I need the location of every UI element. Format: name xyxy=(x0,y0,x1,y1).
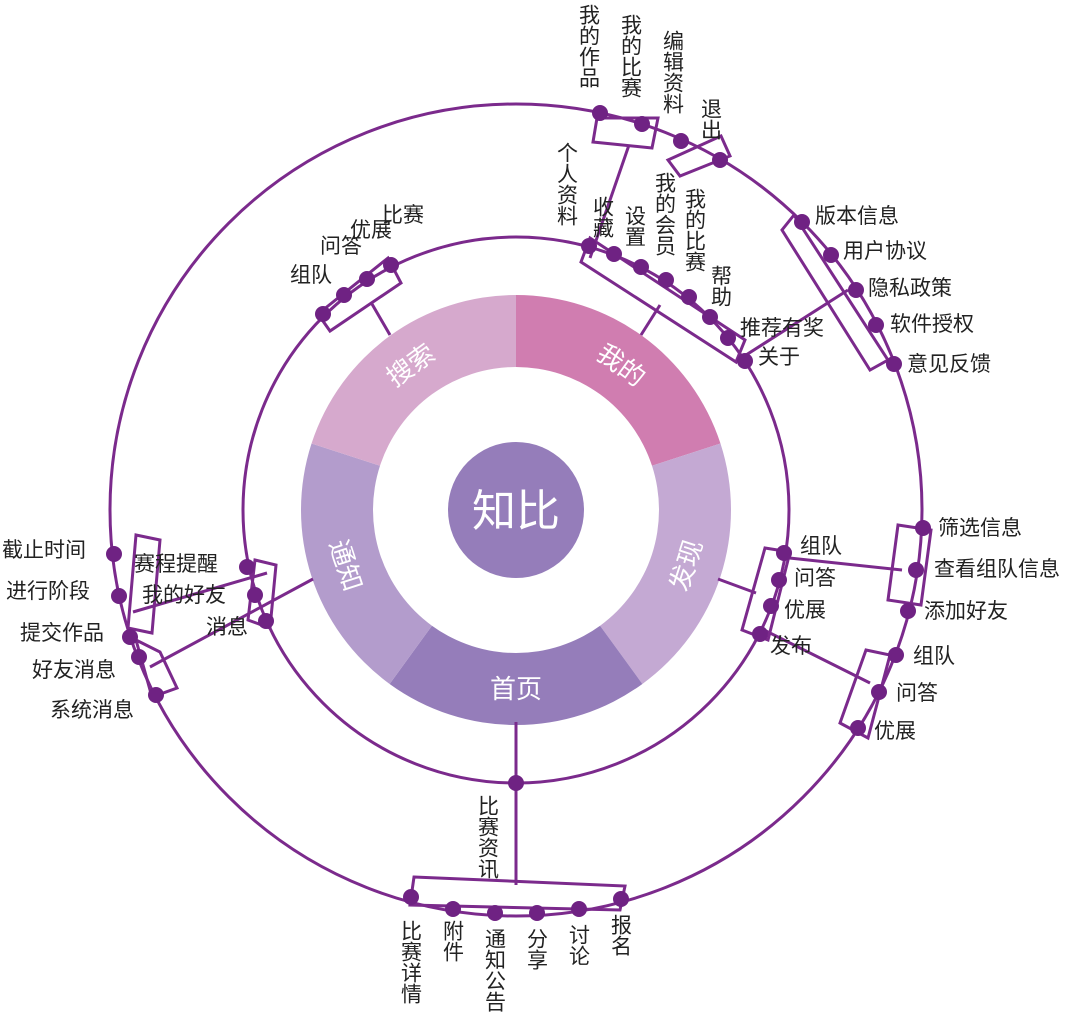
news-detail-label[interactable]: 比赛详情 xyxy=(399,920,423,1004)
schedule-submit-label[interactable]: 提交作品 xyxy=(20,622,104,645)
notify-schedule-label[interactable]: 赛程提醒 xyxy=(134,553,218,576)
news-notice-label[interactable]: 通知公告 xyxy=(483,928,507,1012)
news-attachment-label[interactable]: 附件 xyxy=(441,920,465,962)
segment-sousuo[interactable] xyxy=(311,295,516,466)
notify-messages-label[interactable]: 消息 xyxy=(206,616,248,639)
mine-membership-label[interactable]: 我的会员 xyxy=(653,172,677,256)
segment-shouye[interactable] xyxy=(389,625,643,726)
team-add-friend-label[interactable]: 添加好友 xyxy=(924,600,1008,623)
segment-wode[interactable] xyxy=(516,295,721,466)
about-feedback-label[interactable]: 意见反馈 xyxy=(907,353,991,376)
team-filter-label[interactable]: 筛选信息 xyxy=(938,517,1022,540)
mine-referral-label[interactable]: 推荐有奖 xyxy=(740,317,824,340)
discover-publish-label[interactable]: 发布 xyxy=(770,635,812,658)
branch-labels: 组队 问答 优展 比赛 个人资料 收藏 设置 我的会员 我的比赛 帮助 推荐有奖… xyxy=(2,4,1060,1012)
publish-showcase-label[interactable]: 优展 xyxy=(874,720,916,743)
profile-logout-label[interactable]: 退出 xyxy=(699,98,723,140)
node-dots xyxy=(106,105,931,921)
search-contest-label[interactable]: 比赛 xyxy=(382,204,424,227)
news-signup-label[interactable]: 报名 xyxy=(609,914,633,956)
search-showcase-label[interactable]: 优展 xyxy=(350,219,392,242)
mine-profile-label[interactable]: 个人资料 xyxy=(555,142,579,226)
search-team-label[interactable]: 组队 xyxy=(290,264,332,287)
discover-showcase-label[interactable]: 优展 xyxy=(784,599,826,622)
segment-faxian[interactable] xyxy=(600,443,731,684)
segment-tongzhi[interactable] xyxy=(301,443,432,684)
mine-contests-label[interactable]: 我的比赛 xyxy=(683,188,707,272)
about-license-label[interactable]: 软件授权 xyxy=(890,313,974,336)
mine-about-label[interactable]: 关于 xyxy=(758,346,800,369)
news-discuss-label[interactable]: 讨论 xyxy=(567,924,591,966)
team-view-label[interactable]: 查看组队信息 xyxy=(934,558,1060,581)
discover-qa-label[interactable]: 问答 xyxy=(794,567,836,590)
mine-favorites-label[interactable]: 收藏 xyxy=(591,196,615,238)
segment-shouye-label: 首页 xyxy=(490,674,542,704)
notify-friends-label[interactable]: 我的好友 xyxy=(142,584,226,607)
profile-edit-label[interactable]: 编辑资料 xyxy=(661,30,685,114)
discover-team-label[interactable]: 组队 xyxy=(800,535,842,558)
about-privacy-label[interactable]: 隐私政策 xyxy=(868,277,952,300)
about-version-label[interactable]: 版本信息 xyxy=(815,205,899,228)
outer-ring xyxy=(108,102,924,918)
mine-help-label[interactable]: 帮助 xyxy=(709,265,733,307)
search-qa-label[interactable]: 问答 xyxy=(320,235,362,258)
center-label: 知比 xyxy=(472,487,560,536)
branch-connectors xyxy=(132,144,903,885)
publish-team-label[interactable]: 组队 xyxy=(913,645,955,668)
msg-system-label[interactable]: 系统消息 xyxy=(50,699,134,722)
publish-qa-label[interactable]: 问答 xyxy=(896,682,938,705)
center-node[interactable] xyxy=(448,442,584,578)
about-agreement-label[interactable]: 用户协议 xyxy=(843,240,927,263)
news-share-label[interactable]: 分享 xyxy=(525,928,549,970)
msg-friend-label[interactable]: 好友消息 xyxy=(32,659,116,682)
home-news-label[interactable]: 比赛资讯 xyxy=(476,795,500,880)
mine-settings-label[interactable]: 设置 xyxy=(623,205,647,247)
schedule-stage-label[interactable]: 进行阶段 xyxy=(6,580,90,603)
schedule-deadline-label[interactable]: 截止时间 xyxy=(2,539,86,562)
profile-works-label[interactable]: 我的作品 xyxy=(577,4,601,88)
profile-contests-label[interactable]: 我的比赛 xyxy=(619,14,643,98)
